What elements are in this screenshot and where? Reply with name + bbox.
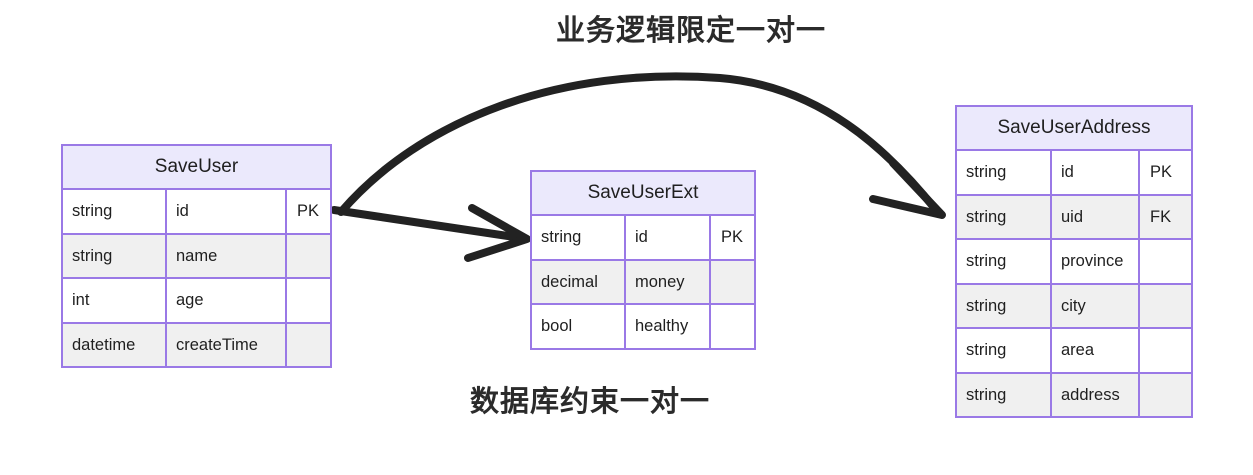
curved-connector-arrowhead — [869, 159, 946, 219]
row-key: PK — [1150, 163, 1173, 181]
table-row: datetime createTime — [63, 323, 330, 367]
entity-saveuseraddress[interactable]: SaveUserAddress string id PK string uid … — [955, 105, 1193, 418]
row-type: decimal — [532, 260, 626, 303]
entity-saveuserext[interactable]: SaveUserExt string id PK decimal money b… — [530, 170, 756, 350]
row-type: string — [957, 151, 1052, 194]
row-type: bool — [532, 305, 626, 348]
row-key — [1140, 285, 1191, 328]
note-business-rule: 业务逻辑限定一对一 — [556, 15, 827, 47]
entity-title-saveuserext: SaveUserExt — [532, 172, 754, 216]
table-row: string uid FK — [957, 195, 1191, 240]
row-type: string — [63, 190, 167, 233]
row-key — [287, 235, 330, 278]
entity-rows-saveuserext: string id PK decimal money bool healthy — [532, 216, 754, 348]
row-key — [287, 279, 330, 322]
row-type: string — [957, 284, 1052, 327]
table-row: string province — [957, 240, 1191, 285]
table-row: string id PK — [957, 151, 1191, 196]
table-row: decimal money — [532, 260, 754, 305]
row-field: province — [1052, 240, 1140, 283]
table-row: string area — [957, 329, 1191, 374]
row-key — [711, 261, 754, 304]
row-type: string — [957, 195, 1052, 238]
note-db-constraint: 数据库约束一对一 — [470, 386, 711, 418]
table-row: bool healthy — [532, 305, 754, 348]
row-field: money — [626, 260, 711, 303]
table-row: string id PK — [63, 190, 330, 235]
row-type: string — [957, 329, 1052, 372]
row-field: createTime — [167, 323, 287, 366]
row-field: id — [626, 216, 711, 259]
table-row: string name — [63, 234, 330, 279]
row-key: FK — [1150, 207, 1172, 226]
entity-rows-saveuseraddress: string id PK string uid FK string provin… — [957, 151, 1191, 416]
row-key — [287, 324, 330, 367]
straight-connector-arrowhead — [464, 204, 531, 262]
row-key: PK — [297, 202, 320, 220]
row-type: string — [957, 373, 1052, 416]
row-field: area — [1052, 329, 1140, 372]
table-row: string address — [957, 373, 1191, 417]
row-type: string — [63, 234, 167, 277]
entity-title-saveuseraddress: SaveUserAddress — [957, 107, 1191, 151]
row-field: city — [1052, 284, 1140, 327]
row-key — [1140, 329, 1191, 372]
entity-title-saveuser: SaveUser — [63, 146, 330, 190]
row-field: name — [167, 234, 287, 277]
entity-rows-saveuser: string id PK string name int age datetim… — [63, 190, 330, 366]
table-row: int age — [63, 279, 330, 324]
row-type: datetime — [63, 323, 167, 366]
relation-saveuser-saveuserext — [330, 204, 531, 262]
row-field: id — [1052, 151, 1140, 194]
row-field: address — [1052, 373, 1140, 416]
row-type: int — [63, 279, 167, 322]
row-key — [1140, 374, 1191, 417]
table-row: string city — [957, 284, 1191, 329]
table-row: string id PK — [532, 216, 754, 261]
row-key: PK — [721, 228, 744, 246]
row-field: uid — [1052, 195, 1140, 238]
row-field: healthy — [626, 305, 711, 348]
row-key — [711, 305, 754, 348]
row-key — [1140, 240, 1191, 283]
straight-connector-line — [330, 206, 525, 242]
row-field: id — [167, 190, 287, 233]
row-type: string — [532, 216, 626, 259]
row-type: string — [957, 240, 1052, 283]
row-field: age — [167, 279, 287, 322]
entity-saveuser[interactable]: SaveUser string id PK string name int ag… — [61, 144, 332, 368]
